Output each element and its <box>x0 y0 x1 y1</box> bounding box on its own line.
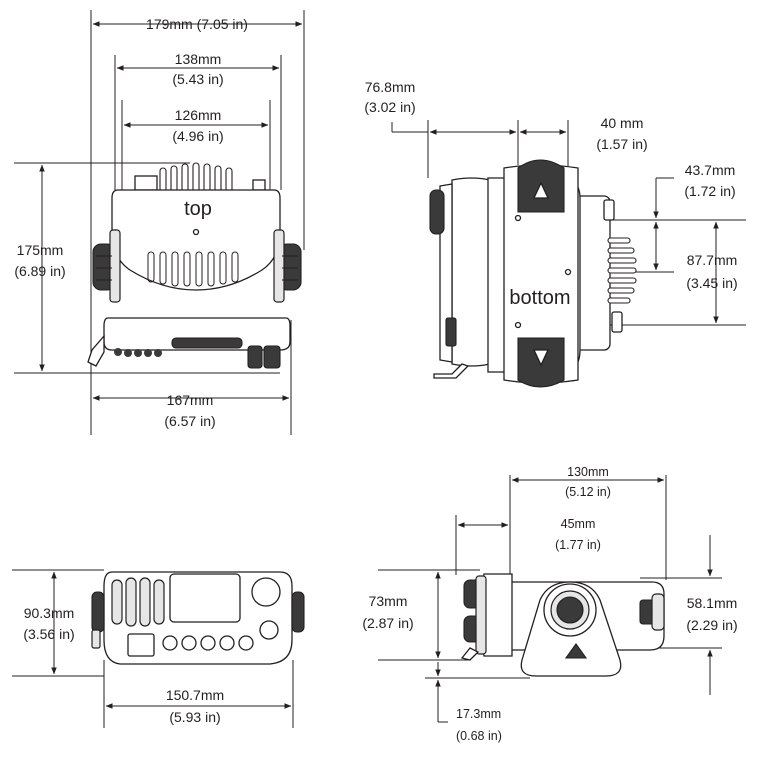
side-knob-left <box>92 229 121 303</box>
dim-45-mm: 45mm <box>561 517 596 531</box>
dim-150-7-in: (5.93 in) <box>169 709 220 725</box>
speaker-grille <box>111 577 165 627</box>
heatsink-fins <box>159 162 233 193</box>
front-view: 90.3mm (3.56 in) 150.7mm (5.93 in) <box>12 569 305 728</box>
side-knob-right <box>273 229 302 303</box>
dim-76-8-in: (3.02 in) <box>364 99 415 115</box>
top-view-device <box>87 162 302 369</box>
dim-58-1-mm: 58.1mm <box>687 595 738 611</box>
dim-73-in: (2.87 in) <box>362 615 413 631</box>
dim-130-mm: 130mm <box>567 465 609 479</box>
bottom-view-label: bottom <box>509 287 570 309</box>
dim-17-3-mm: 17.3mm <box>456 707 501 721</box>
dim-73-mm: 73mm <box>369 593 408 609</box>
front-view-device <box>91 571 305 665</box>
dim-126-mm: 126mm <box>175 107 222 123</box>
dim-87-7-in: (3.45 in) <box>686 275 737 291</box>
front-buttons <box>114 348 162 357</box>
dim-40-mm: 40 mm <box>601 115 644 131</box>
top-view-label: top <box>184 198 212 220</box>
dim-90-3-in: (3.56 in) <box>23 626 74 642</box>
dim-40-in: (1.57 in) <box>596 136 647 152</box>
side-view-device <box>460 573 665 677</box>
bottom-view: bottom 76.8mm (3.02 in) 40 mm (1.57 in) … <box>364 79 746 388</box>
dim-138-in: (5.43 in) <box>172 71 223 87</box>
dim-58-1-in: (2.29 in) <box>686 617 737 633</box>
dim-126-in: (4.96 in) <box>172 128 223 144</box>
dim-17-3-in: (0.68 in) <box>456 729 502 743</box>
side-view: 130mm (5.12 in) 45mm (1.77 in) 73mm (2.8… <box>362 465 737 743</box>
body-slots <box>147 251 239 287</box>
dim-87-7-mm: 87.7mm <box>687 252 738 268</box>
dim-167-mm: 167mm <box>167 392 214 408</box>
dim-90-3-mm: 90.3mm <box>24 605 75 621</box>
dim-76-8-mm: 76.8mm <box>365 79 416 95</box>
dim-167-in: (6.57 in) <box>164 413 215 429</box>
dim-179-label: 179mm (7.05 in) <box>146 16 248 32</box>
rear-fins <box>607 237 637 304</box>
dim-43-7-mm: 43.7mm <box>685 162 736 178</box>
dim-45-in: (1.77 in) <box>555 538 601 552</box>
dim-175-mm: 175mm <box>17 242 64 258</box>
dim-150-7-mm: 150.7mm <box>166 687 224 703</box>
dim-175-in: (6.89 in) <box>14 263 65 279</box>
dim-43-7-in: (1.72 in) <box>684 183 735 199</box>
dim-138-mm: 138mm <box>175 51 222 67</box>
dim-130-in: (5.12 in) <box>565 485 611 499</box>
top-view: top 179mm (7.05 in) 138mm (5.43 in) 126m… <box>14 10 305 435</box>
bottom-view-device <box>429 159 637 388</box>
